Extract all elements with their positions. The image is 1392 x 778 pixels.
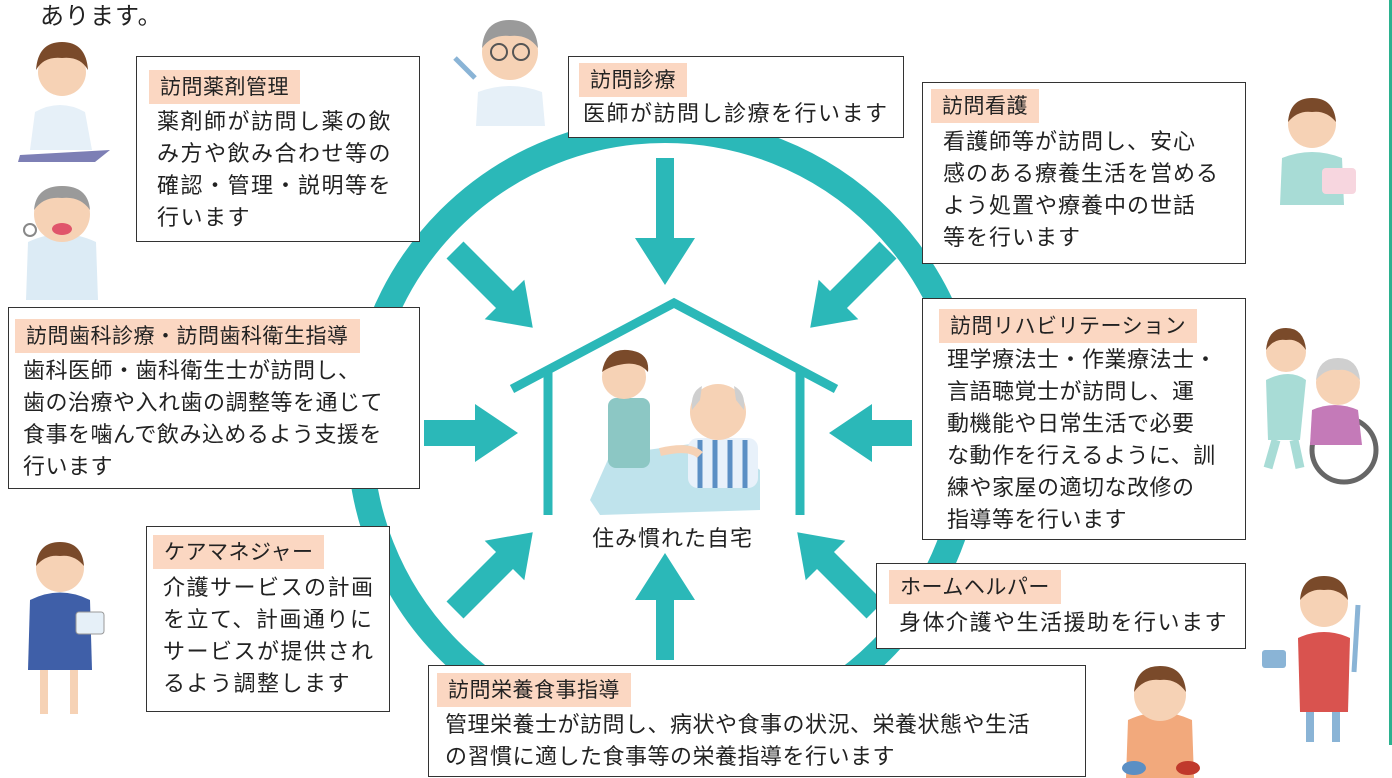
arrow-top-left [446,241,533,328]
pharmacist-illustration [18,42,110,162]
arrow-bottom-right [797,532,884,619]
card-medical-desc: 医師が訪問し診療を行います [583,102,889,127]
helper-illustration [1262,576,1361,742]
card-nutrition-title: 訪問栄養食事指導 [437,673,631,707]
arrow-top [635,158,695,285]
arrows [424,158,912,660]
card-nursing-title: 訪問看護 [931,89,1039,123]
card-caremanager-desc: 介護サービスの計画 を立て、計画通りに サービスが提供され るよう調整します [163,576,375,697]
card-nutrition-desc: 管理栄養士が訪問し、病状や食事の状況、栄養状態や生活 の習慣に適した食事等の栄養… [445,713,1031,770]
card-dental-title: 訪問歯科診療・訪問歯科衛生指導 [15,319,360,353]
card-caremanager: ケアマネジャー 介護サービスの計画 を立て、計画通りに サービスが提供され るよ… [146,526,390,712]
card-nursing: 訪問看護 看護師等が訪問し、安心 感のある療養生活を営める よう処置や療養中の世… [922,82,1246,264]
nurse-illustration [1280,98,1356,205]
card-nursing-desc: 看護師等が訪問し、安心 感のある療養生活を営める よう処置や療養中の世話 等を行… [943,130,1220,251]
card-dental: 訪問歯科診療・訪問歯科衛生指導 歯科医師・歯科衛生士が訪問し、 歯の治療や入れ歯… [8,307,420,489]
card-caremanager-title: ケアマネジャー [153,535,325,569]
card-medical: 訪問診療 医師が訪問し診療を行います [568,56,904,138]
arrow-left [424,404,518,462]
rehab-illustration [1263,328,1379,485]
card-pharmacy-title: 訪問薬剤管理 [149,70,300,104]
arrow-right [829,404,912,462]
doctor-illustration [453,20,545,126]
card-helper-desc: 身体介護や生活援助を行います [899,611,1229,636]
arrow-bottom-left [446,532,533,619]
card-rehab-title: 訪問リハビリテーション [939,309,1198,343]
card-nutrition: 訪問栄養食事指導 管理栄養士が訪問し、病状や食事の状況、栄養状態や生活 の習慣に… [428,665,1086,777]
house-outline [509,297,839,515]
card-pharmacy: 訪問薬剤管理 薬剤師が訪問し薬の飲 み方や飲み合わせ等の 確認・管理・説明等を … [136,56,420,242]
edge-line [1389,0,1392,745]
home-label: 住み慣れた自宅 [588,521,758,553]
arrow-bottom [635,553,695,660]
card-helper-title: ホームヘルパー [889,570,1061,604]
card-rehab: 訪問リハビリテーション 理学療法士・作業療法士・ 言語聴覚士が訪問し、運 動機能… [922,298,1246,540]
care-manager-illustration [28,542,105,714]
dentist-illustration [23,186,98,300]
dietitian-illustration [1122,666,1200,778]
card-medical-title: 訪問診療 [579,63,687,97]
card-pharmacy-desc: 薬剤師が訪問し薬の飲 み方や飲み合わせ等の 確認・管理・説明等を 行います [157,110,393,231]
intro-text-tail: あります。 [40,2,163,30]
arrow-top-right [810,241,897,328]
card-dental-desc: 歯科医師・歯科衛生士が訪問し、 歯の治療や入れ歯の調整等を通じて 食事を噛んで飲… [23,359,384,480]
card-helper: ホームヘルパー 身体介護や生活援助を行います [876,563,1246,649]
home-care-illustration [590,349,760,515]
card-rehab-desc: 理学療法士・作業療法士・ 言語聴覚士が訪問し、運 動機能や日常生活で必要 な動作… [947,348,1218,533]
